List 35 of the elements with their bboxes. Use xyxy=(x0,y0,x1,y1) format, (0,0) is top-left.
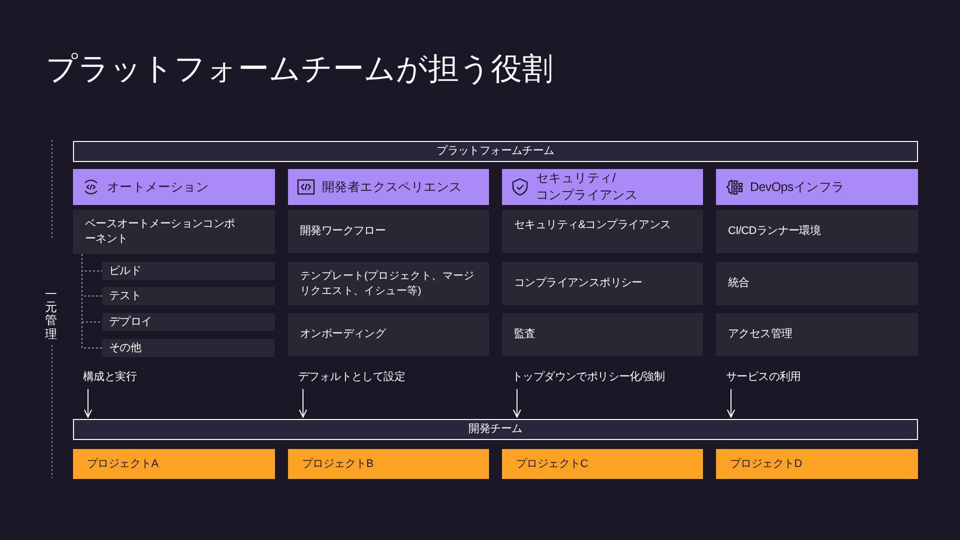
task-card: アクセス管理 xyxy=(716,313,918,356)
arrow-caption: デフォルトとして設定 xyxy=(298,369,488,385)
project-bar: プロジェクトB xyxy=(288,449,489,479)
category-header: オートメーション xyxy=(73,169,275,205)
arrow-caption: 構成と実行 xyxy=(83,369,273,385)
side-label: 一元管理 xyxy=(45,288,57,341)
task-card: オンボーディング xyxy=(288,313,489,356)
arrow-caption: サービスの利用 xyxy=(726,369,916,385)
team-bar: 開発チーム xyxy=(73,419,918,440)
project-bar: プロジェクトA xyxy=(73,449,275,479)
subtask-card: その他 xyxy=(102,339,275,357)
task-card: 開発ワークフロー xyxy=(288,210,489,253)
subtask-card: テスト xyxy=(102,287,275,305)
category-header: セキュリティ/コンプライアンス xyxy=(502,169,703,205)
task-card: 監査 xyxy=(502,313,703,356)
subtask-card: デプロイ xyxy=(102,313,275,331)
slide-title: プラットフォームチームが担う役割 xyxy=(46,50,553,88)
team-bar: プラットフォームチーム xyxy=(73,141,918,162)
task-card: セキュリティ&コンプライアンス xyxy=(502,210,703,253)
task-card: ベースオートメーションコンポーネント xyxy=(73,210,275,254)
dotted-connector xyxy=(82,254,102,348)
task-card: CI/CDランナー環境 xyxy=(716,210,918,253)
category-header: DevOpsインフラ xyxy=(716,169,918,205)
arrow xyxy=(84,388,92,418)
arrow xyxy=(726,388,736,418)
arrow xyxy=(512,388,522,418)
category-header: 開発者エクスペリエンス xyxy=(288,169,489,205)
project-bar: プロジェクトD xyxy=(716,449,918,479)
task-card: テンプレート(プロジェクト、マージリクエスト、イシュー等) xyxy=(288,262,489,305)
task-card: 統合 xyxy=(716,262,918,305)
task-card: コンプライアンスポリシー xyxy=(502,262,703,305)
project-bar: プロジェクトC xyxy=(502,449,703,479)
arrow-caption: トップダウンでポリシー化/強制 xyxy=(512,369,702,385)
subtask-card: ビルド xyxy=(102,262,275,280)
arrow xyxy=(298,388,308,418)
